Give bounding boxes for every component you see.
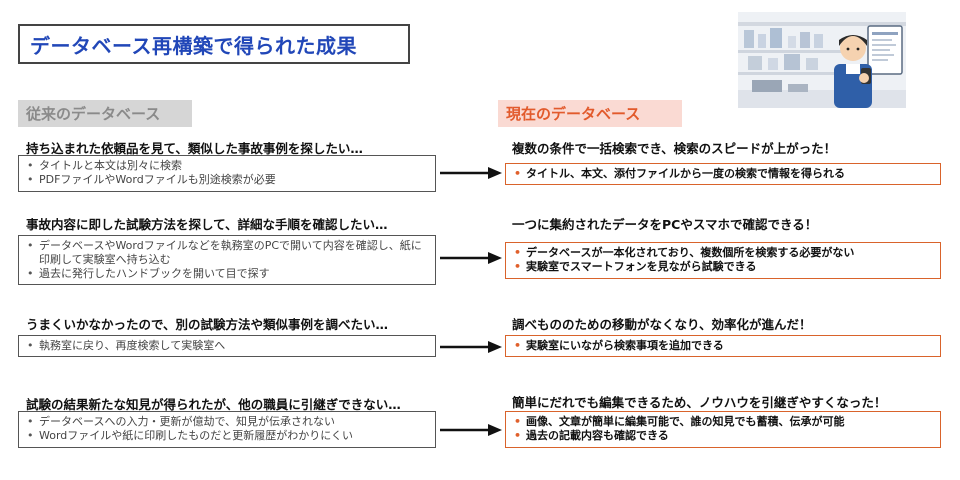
page-title: データベース再構築で得られた成果 <box>18 24 410 64</box>
row2-new-item: •データベースが一本化されており、複数個所を検索する必要がない <box>514 246 855 259</box>
row4-arrow-icon <box>440 424 502 436</box>
row1-old-item: •タイトルと本文は別々に検索 <box>27 159 182 172</box>
row1-new-item: •タイトル、本文、添付ファイルから一度の検索で情報を得られる <box>514 167 845 180</box>
row4-old-item: •データベースへの入力・更新が億劫で、知見が伝承されない <box>27 415 336 428</box>
row2-new-item: •実験室でスマートフォンを見ながら試験できる <box>514 260 757 273</box>
old-database-header: 従来のデータベース <box>18 100 192 127</box>
row3-old-box: •執務室に戻り、再度検索して実験室へ <box>18 335 436 357</box>
row1-problem: 持ち込まれた依頼品を見て、類似した事故事例を探したい… <box>26 141 363 156</box>
row3-problem: うまくいかなかったので、別の試験方法や類似事例を調べたい… <box>26 317 389 332</box>
row4-old-box: •データベースへの入力・更新が億劫で、知見が伝承されない •Wordファイルや紙… <box>18 411 436 448</box>
row3-arrow-icon <box>440 341 502 353</box>
row4-old-item: •Wordファイルや紙に印刷したものだと更新履歴がわかりにくい <box>27 429 354 442</box>
row3-result: 調べもののための移動がなくなり、効率化が進んだ！ <box>512 317 812 332</box>
row1-arrow-icon <box>440 167 502 179</box>
row2-old-box: •データベースやWordファイルなどを執務室のPCで開いて内容を確認し、紙に印刷… <box>18 235 436 285</box>
row1-old-box: •タイトルと本文は別々に検索 •PDFファイルやWordファイルも別途検索が必要 <box>18 155 436 192</box>
row2-problem: 事故内容に即した試験方法を探して、詳細な手順を確認したい… <box>26 217 388 232</box>
row4-new-item: •過去の記載内容も確認できる <box>514 429 669 442</box>
row2-old-item: •過去に発行したハンドブックを開いて目で探す <box>27 267 270 280</box>
row2-result: 一つに集約されたデータをPCやスマホで確認できる！ <box>512 217 818 232</box>
row4-new-item: •画像、文章が簡単に編集可能で、誰の知見でも蓄積、伝承が可能 <box>514 415 845 428</box>
row2-arrow-icon <box>440 252 502 264</box>
row4-result: 簡単にだれでも編集できるため、ノウハウを引継ぎやすくなった！ <box>512 395 887 410</box>
row4-new-box: •画像、文章が簡単に編集可能で、誰の知見でも蓄積、伝承が可能 •過去の記載内容も… <box>505 411 941 448</box>
lab-worker-illustration <box>738 12 906 108</box>
row2-old-item: •データベースやWordファイルなどを執務室のPCで開いて内容を確認し、紙に印刷… <box>27 239 422 266</box>
row2-new-box: •データベースが一本化されており、複数個所を検索する必要がない •実験室でスマー… <box>505 242 941 279</box>
row4-problem: 試験の結果新たな知見が得られたが、他の職員に引継ぎできない… <box>26 397 401 412</box>
row3-new-box: •実験室にいながら検索事項を追加できる <box>505 335 941 357</box>
row1-old-item: •PDFファイルやWordファイルも別途検索が必要 <box>27 173 276 186</box>
row3-old-item: •執務室に戻り、再度検索して実験室へ <box>27 339 226 352</box>
row3-new-item: •実験室にいながら検索事項を追加できる <box>514 339 724 352</box>
row1-result: 複数の条件で一括検索でき、検索のスピードが上がった！ <box>512 141 837 156</box>
row1-new-box: •タイトル、本文、添付ファイルから一度の検索で情報を得られる <box>505 163 941 185</box>
new-database-header: 現在のデータベース <box>498 100 682 127</box>
